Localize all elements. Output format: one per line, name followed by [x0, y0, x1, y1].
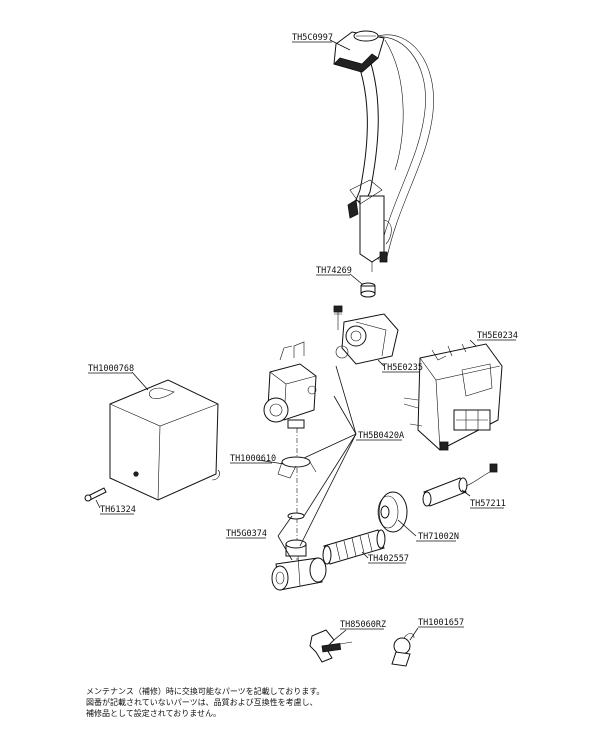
- fitting-th74269: [360, 282, 376, 298]
- leader-lines: [257, 365, 471, 561]
- flange-th71002n: [377, 491, 408, 533]
- label-th1001657: TH1001657: [418, 618, 464, 628]
- label-th57211: TH57211: [470, 499, 506, 509]
- label-th1000768: TH1000768: [88, 364, 134, 374]
- screw-th61324: [84, 487, 107, 502]
- label-th402557: TH402557: [368, 554, 409, 564]
- note-line-3: 補修品として設定されておりません。: [86, 709, 222, 718]
- cover-box-th1000768: [109, 379, 220, 501]
- label-th71002n: TH71002N: [418, 532, 459, 542]
- label-th61324: TH61324: [100, 505, 136, 515]
- label-th74269: TH74269: [316, 266, 352, 276]
- solenoid-valve-th5e0235: [333, 305, 399, 365]
- label-th1000610: TH1000610: [230, 454, 276, 464]
- note-line-1: メンテナンス（補修）時に交換可能なパーツを記載しております。: [86, 687, 325, 696]
- battery-pack-th57211: [422, 463, 498, 507]
- key-tool-th85060rz: [309, 629, 353, 663]
- handle-th1001657: [391, 633, 415, 667]
- stop-valve-th5g0374: [271, 539, 327, 591]
- supply-valve-body: [263, 341, 317, 429]
- controller-unit-th5e0234: [403, 343, 503, 451]
- label-th5e0234: TH5E0234: [477, 331, 518, 341]
- label-th5b0420a: TH5B0420A: [358, 431, 404, 441]
- label-th85060rz: TH85060RZ: [340, 620, 386, 630]
- faucet-spout-part: [333, 30, 434, 272]
- label-th5e0235: TH5E0235: [382, 363, 423, 373]
- clip-th1000610: [277, 456, 317, 479]
- label-th5c0997: TH5C0997: [292, 33, 333, 43]
- pipe-th402557: [322, 529, 386, 565]
- label-th5g0374: TH5G0374: [226, 529, 267, 539]
- note-line-2: 図番が記載されていないパーツは、品質および互換性を考慮し、: [86, 698, 318, 707]
